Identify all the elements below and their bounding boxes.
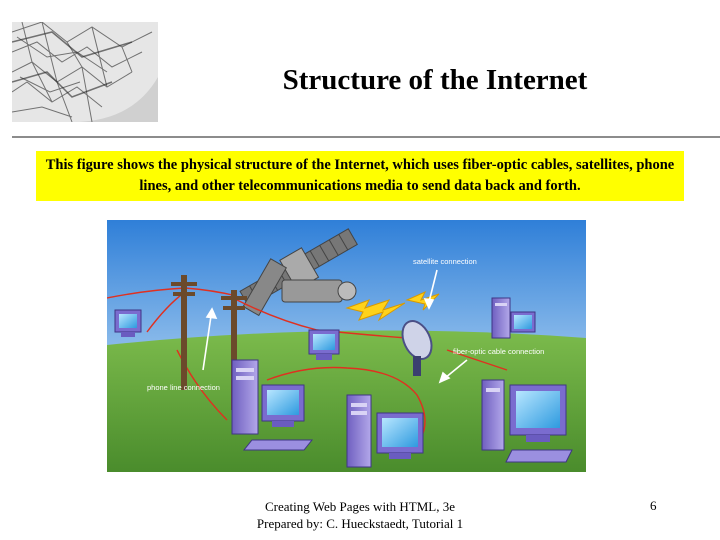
title-divider [12, 136, 720, 138]
fiber-optic-label: fiber-optic cable connection [453, 347, 544, 356]
satellite-connection-label: satellite connection [413, 257, 477, 266]
internet-structure-illustration: satellite connection fiber-optic cable c… [107, 220, 586, 472]
server-tower-icon [492, 298, 510, 338]
figure-caption: This figure shows the physical structure… [36, 151, 684, 201]
page-number: 6 [650, 498, 657, 514]
phone-line-label: phone line connection [147, 383, 220, 392]
slide-title: Structure of the Internet [170, 64, 700, 97]
geodesic-logo [12, 22, 158, 122]
desktop-computer-icon [482, 380, 572, 462]
footer-line-2: Prepared by: C. Hueckstaedt, Tutorial 1 [230, 515, 490, 532]
footer-line-1: Creating Web Pages with HTML, 3e [230, 498, 490, 515]
computer-monitor-icon [511, 312, 535, 332]
footer-credit: Creating Web Pages with HTML, 3e Prepare… [230, 498, 490, 532]
